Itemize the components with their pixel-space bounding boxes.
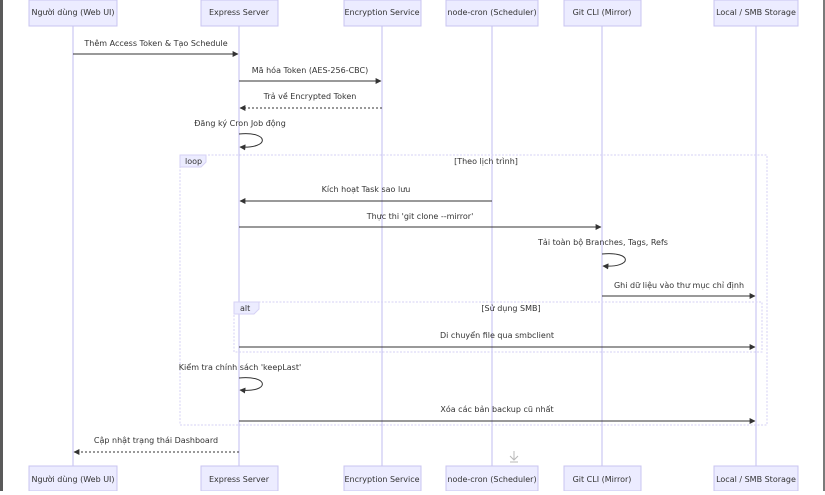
actor-node-cron-bottom: node-cron (Scheduler)	[445, 465, 539, 492]
actor-label: Người dùng (Web UI)	[31, 474, 114, 484]
actor-label: Encryption Service	[344, 8, 419, 17]
message-label: Cập nhật trạng thái Dashboard	[94, 436, 218, 446]
message-label: Kiểm tra chính sách 'keepLast'	[179, 362, 301, 372]
message-self-arrow	[238, 377, 263, 394]
actor-label: Git CLI (Mirror)	[573, 8, 632, 17]
message-label: Kích hoạt Task sao lưu	[322, 185, 411, 195]
alt-frame: alt [Sử dụng SMB]	[233, 301, 763, 353]
actors-bottom: Người dùng (Web UI) Express Server Encry…	[28, 465, 799, 492]
actor-label: Express Server	[209, 475, 270, 484]
actor-user-bottom: Người dùng (Web UI)	[28, 465, 118, 492]
alt-condition: [Sử dụng SMB]	[481, 303, 540, 314]
lifelines	[72, 26, 757, 466]
actor-label: node-cron (Scheduler)	[447, 8, 536, 17]
actor-git-cli: Git CLI (Mirror)	[563, 0, 642, 27]
message-label: Tải toàn bộ Branches, Tags, Refs	[537, 237, 668, 247]
actor-git-cli-bottom: Git CLI (Mirror)	[563, 465, 642, 492]
actor-label: Local / SMB Storage	[716, 475, 796, 484]
actor-label: node-cron (Scheduler)	[447, 475, 536, 484]
loop-frame-border	[179, 154, 768, 426]
loop-frame: loop [Theo lịch trình]	[179, 154, 768, 426]
message-label: Di chuyển file qua smbclient	[440, 330, 554, 340]
messages: Thêm Access Token & Tạo Schedule Mã hóa …	[73, 38, 756, 455]
arrow-down-to-line-icon[interactable]	[509, 451, 519, 463]
message-label: Xóa các bản backup cũ nhất	[440, 404, 553, 414]
loop-frame-tab	[179, 154, 207, 168]
actor-label: Git CLI (Mirror)	[573, 475, 632, 484]
alt-frame-tab	[233, 301, 260, 315]
loop-condition: [Theo lịch trình]	[454, 157, 518, 167]
actor-label: Express Server	[209, 8, 270, 17]
alt-keyword: alt	[240, 304, 250, 313]
message-label: Ghi dữ liệu vào thư mục chỉ định	[614, 280, 744, 291]
actor-encryption-service-bottom: Encryption Service	[343, 465, 422, 492]
message-label: Thực thi 'git clone --mirror'	[366, 212, 474, 222]
actor-encryption-service: Encryption Service	[343, 0, 422, 27]
message-label: Trả về Encrypted Token	[263, 91, 357, 101]
message-label: Mã hóa Token (AES-256-CBC)	[252, 65, 368, 75]
actor-label: Local / SMB Storage	[716, 8, 796, 17]
message-self-arrow	[238, 133, 263, 151]
actor-label: Người dùng (Web UI)	[31, 7, 114, 17]
message-label: Thêm Access Token & Tạo Schedule	[83, 38, 227, 49]
actor-express-server: Express Server	[200, 0, 279, 27]
actor-storage-bottom: Local / SMB Storage	[713, 465, 799, 492]
message-label: Đăng ký Cron Job động	[194, 118, 286, 128]
actor-storage: Local / SMB Storage	[713, 0, 799, 27]
actors-top: Người dùng (Web UI) Express Server Encry…	[28, 0, 799, 27]
alt-frame-border	[233, 301, 763, 353]
actor-node-cron: node-cron (Scheduler)	[445, 0, 539, 27]
window-right-edge	[823, 0, 825, 491]
message-self-arrow	[601, 253, 626, 270]
actor-express-server-bottom: Express Server	[200, 465, 279, 492]
window-left-edge	[0, 0, 3, 491]
loop-keyword: loop	[185, 157, 202, 166]
actor-label: Encryption Service	[344, 475, 419, 484]
actor-user: Người dùng (Web UI)	[28, 0, 118, 27]
